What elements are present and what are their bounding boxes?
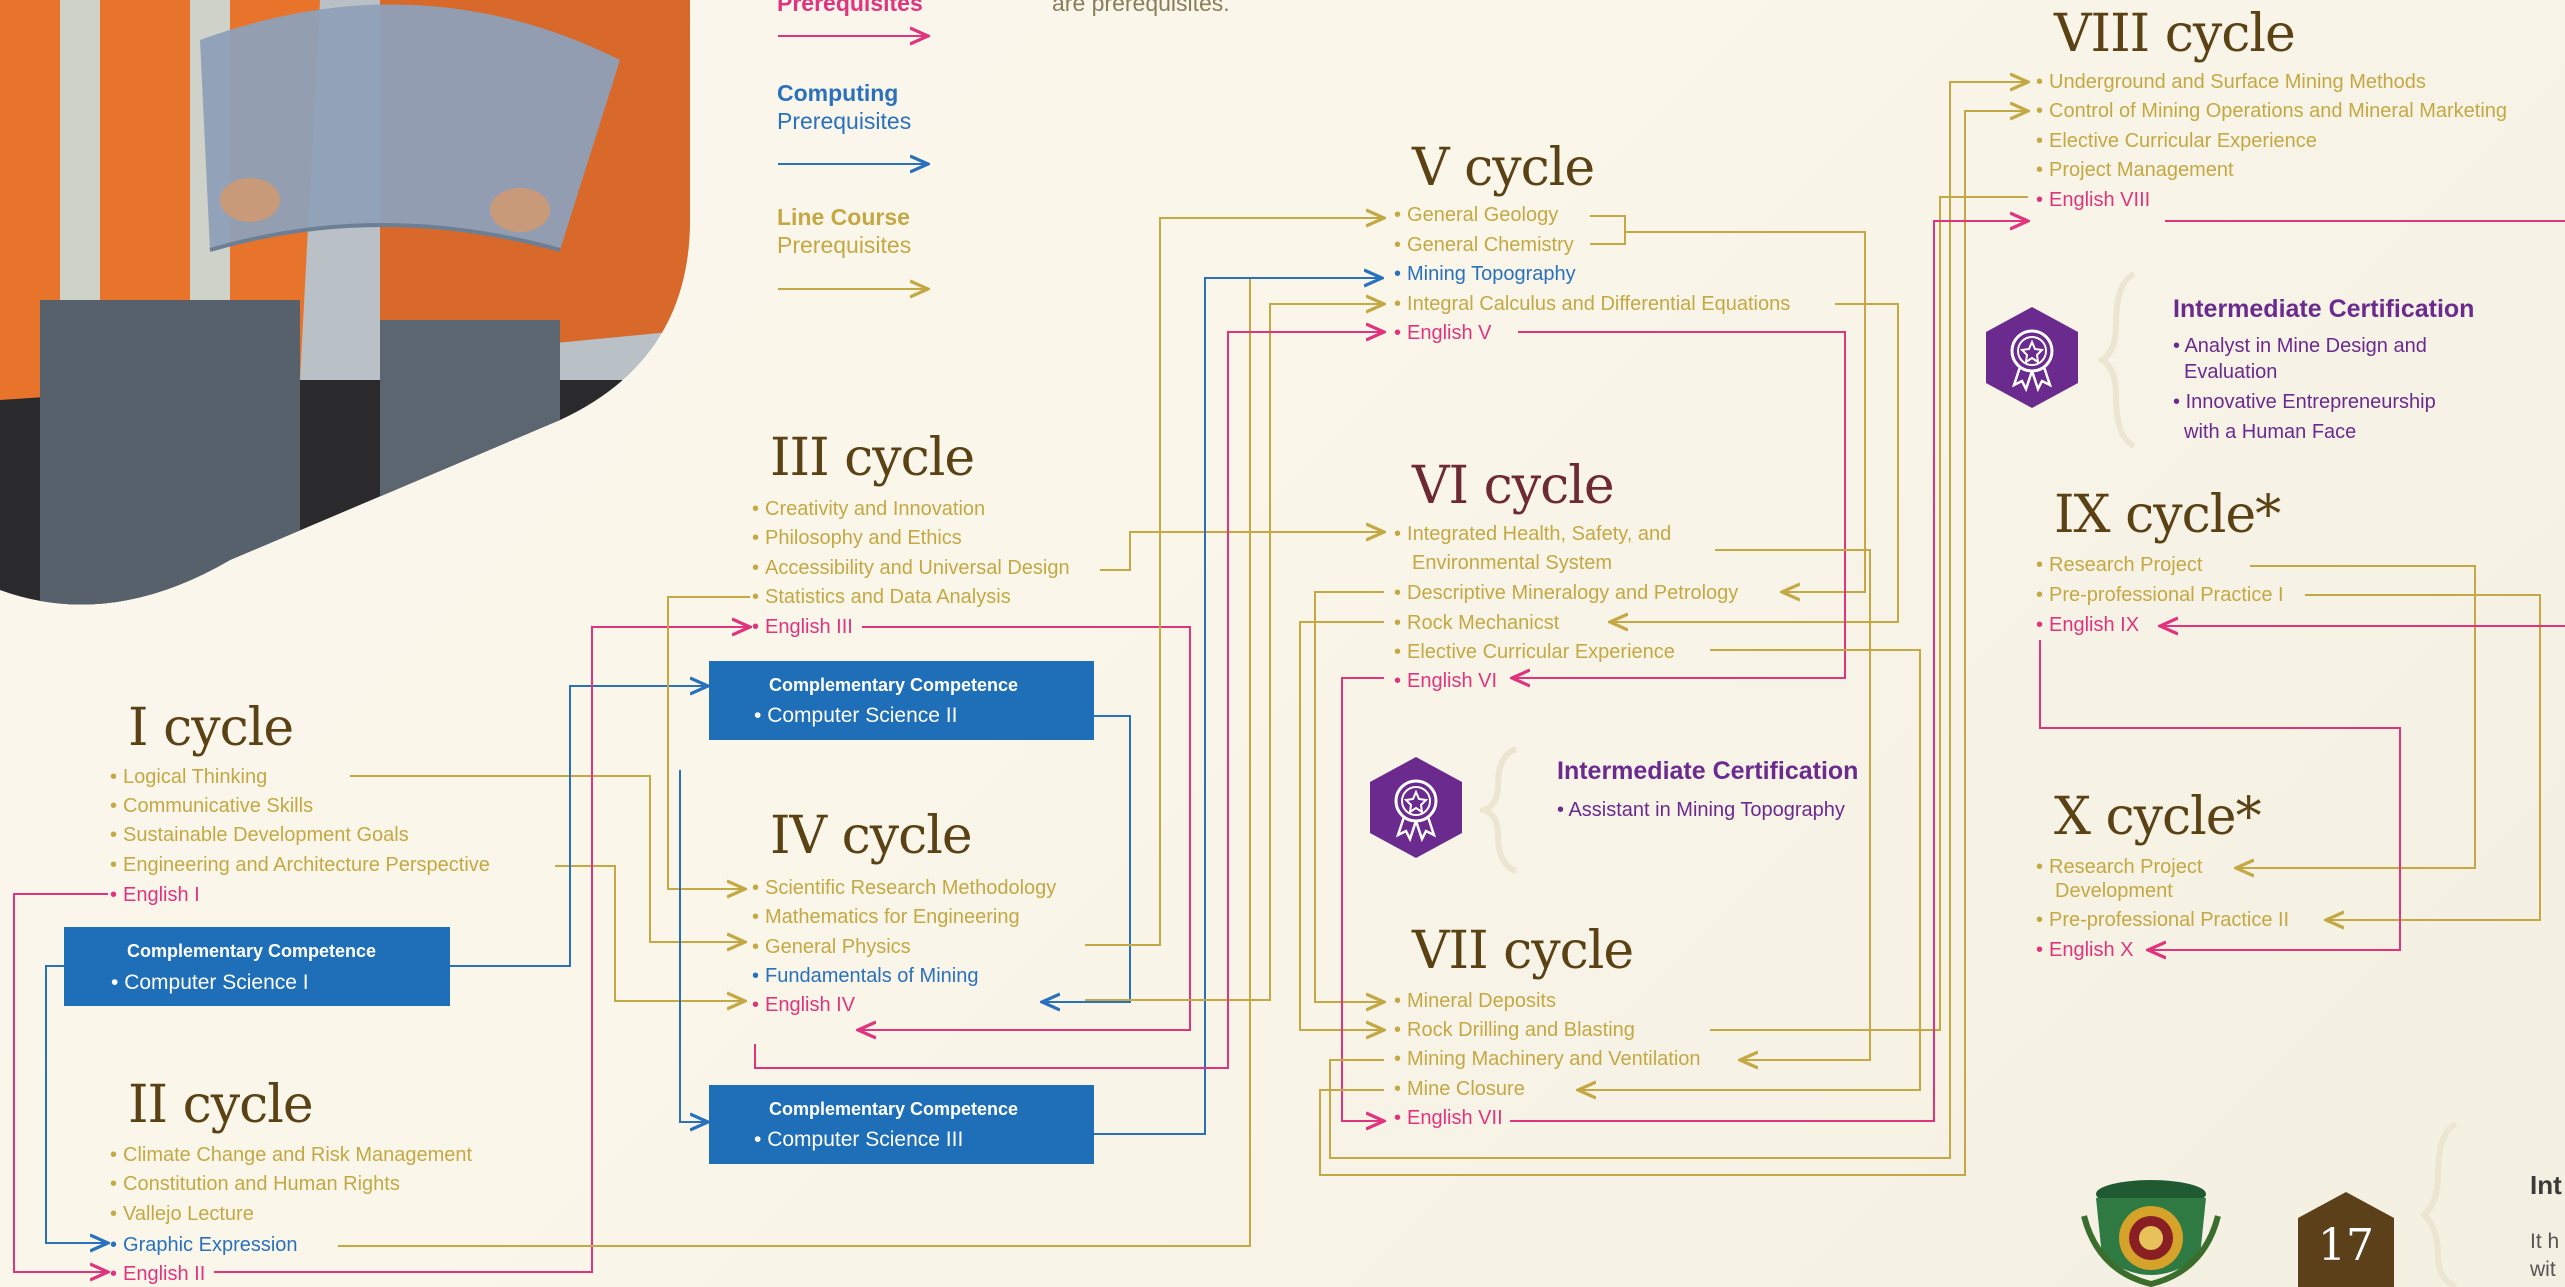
cert-2-item: Evaluation bbox=[2184, 361, 2278, 383]
award-medal-icon bbox=[1370, 757, 1462, 858]
award-medal-icon bbox=[1986, 307, 2078, 408]
cycle-9-title: IX cycle* bbox=[2054, 485, 2281, 545]
cycle-2-item: •Graphic Expression bbox=[110, 1234, 298, 1256]
cycle-6-item: •Descriptive Mineralogy and Petrology bbox=[1394, 582, 1739, 604]
cert-1-item: • Assistant in Mining Topography bbox=[1557, 799, 1845, 821]
cycle-4-title: IV cycle bbox=[770, 806, 973, 866]
cycle-4-item: •Scientific Research Methodology bbox=[752, 877, 1057, 899]
cycle-4-item: •Mathematics for Engineering bbox=[752, 906, 1020, 928]
cycle-6-item: •English VI bbox=[1394, 670, 1498, 692]
complementary-cs3: Complementary Competence • Computer Scie… bbox=[709, 1085, 1094, 1164]
cycle-2-item: •English II bbox=[110, 1263, 206, 1285]
cycle-8-title: VIII cycle bbox=[2054, 4, 2296, 64]
cycle-8-item: •Elective Curricular Experience bbox=[2036, 130, 2317, 152]
university-crest-emblem bbox=[2081, 1180, 2221, 1287]
cycle-7-title: VII cycle bbox=[1412, 921, 1634, 981]
cycle-3-item: •Creativity and Innovation bbox=[752, 498, 986, 520]
cycle-9-item: •English IX bbox=[2036, 614, 2140, 636]
cycle-7-item: •Mine Closure bbox=[1394, 1078, 1525, 1100]
cycle-8-item: •English VIII bbox=[2036, 189, 2151, 211]
cycle-7-item: •Mineral Deposits bbox=[1394, 990, 1556, 1012]
engineers-reading-plans-photo bbox=[0, 0, 690, 605]
page-number-badge bbox=[2298, 1192, 2394, 1287]
cycle-6-item: •Rock Mechanicst bbox=[1394, 612, 1560, 634]
legend-line-sub: Prerequisites bbox=[777, 232, 912, 258]
cert-1-title: Intermediate Certification bbox=[1557, 757, 1859, 785]
cycle-8-item: •Project Management bbox=[2036, 159, 2234, 181]
side-text-fragment: It h bbox=[2530, 1230, 2560, 1253]
cycle-5-item: •Mining Topography bbox=[1394, 263, 1576, 285]
cycle-6-item: •Integrated Health, Safety, and bbox=[1394, 523, 1672, 545]
complementary-title: Complementary Competence bbox=[127, 941, 377, 961]
complementary-value: • Computer Science I bbox=[111, 971, 309, 994]
legend-top-label: Prerequisites bbox=[777, 0, 923, 16]
cycle-2-item: •Constitution and Human Rights bbox=[110, 1173, 400, 1195]
cycle-3-title: III cycle bbox=[770, 428, 975, 488]
cycle-3-item: •English III bbox=[752, 616, 853, 638]
cert-2-item: • Analyst in Mine Design and bbox=[2173, 335, 2427, 357]
cycle-6-item: Environmental System bbox=[1412, 552, 1613, 574]
cycle-5-item: •General Chemistry bbox=[1394, 234, 1574, 256]
cert-2-title: Intermediate Certification bbox=[2173, 295, 2475, 323]
cycle-1-item: •Sustainable Development Goals bbox=[110, 824, 409, 846]
cycle-6-title: VI cycle bbox=[1412, 456, 1615, 516]
cycle-8-item: •Underground and Surface Mining Methods bbox=[2036, 71, 2426, 93]
cert-2-item: • Innovative Entrepreneurship bbox=[2173, 391, 2436, 413]
cycle-4-item: •Fundamentals of Mining bbox=[752, 965, 979, 987]
legend-computing-sub: Prerequisites bbox=[777, 108, 912, 134]
cycle-10-item: Development bbox=[2055, 880, 2173, 902]
cycle-2-item: •Vallejo Lecture bbox=[110, 1203, 254, 1225]
cycle-3-item: •Philosophy and Ethics bbox=[752, 527, 962, 549]
cycle-7-item: •Rock Drilling and Blasting bbox=[1394, 1019, 1635, 1041]
bracket-divider bbox=[2420, 1121, 2458, 1287]
bracket-divider bbox=[1480, 746, 1518, 874]
cycle-10-item: •English X bbox=[2036, 939, 2134, 961]
cycle-5-item: •English V bbox=[1394, 322, 1492, 344]
cycle-8-item: •Control of Mining Operations and Minera… bbox=[2036, 100, 2508, 122]
cycle-5-item: •General Geology bbox=[1394, 204, 1559, 226]
cycle-7-item: •Mining Machinery and Ventilation bbox=[1394, 1048, 1701, 1070]
complementary-title: Complementary Competence bbox=[769, 675, 1019, 695]
bracket-divider bbox=[2098, 271, 2136, 449]
cycle-1-item: •English I bbox=[110, 884, 200, 906]
cycle-3-item: •Statistics and Data Analysis bbox=[752, 586, 1011, 608]
cycle-3-item: •Accessibility and Universal Design bbox=[752, 557, 1070, 579]
cert-2-item: with a Human Face bbox=[2184, 421, 2357, 443]
cycle-2-item: •Climate Change and Risk Management bbox=[110, 1144, 473, 1166]
complementary-value: • Computer Science II bbox=[754, 704, 958, 727]
cycle-5-title: V cycle bbox=[1412, 138, 1595, 198]
complementary-cs2: Complementary Competence • Computer Scie… bbox=[709, 661, 1094, 740]
legend-top-note: are prerequisites. bbox=[1052, 0, 1230, 16]
cycle-4-item: •English IV bbox=[752, 994, 856, 1016]
side-heading-fragment: Int bbox=[2530, 1170, 2562, 1200]
page-number: 17 bbox=[2318, 1220, 2374, 1271]
side-text-fragment: wit bbox=[2530, 1258, 2556, 1281]
cycle-5-item: •Integral Calculus and Differential Equa… bbox=[1394, 293, 1791, 315]
legend-line-title: Line Course bbox=[777, 204, 910, 230]
cycle-10-title: X cycle* bbox=[2054, 787, 2262, 847]
cycle-1-item: •Logical Thinking bbox=[110, 766, 268, 788]
cycle-10-item: •Research Project bbox=[2036, 856, 2203, 878]
cycle-1-title: I cycle bbox=[128, 698, 294, 758]
cycle-9-item: •Research Project bbox=[2036, 554, 2203, 576]
cycle-9-item: •Pre-professional Practice I bbox=[2036, 584, 2284, 606]
complementary-value: • Computer Science III bbox=[754, 1128, 964, 1151]
complementary-cs1: Complementary Competence • Computer Scie… bbox=[64, 927, 450, 1006]
cycle-1-item: •Communicative Skills bbox=[110, 795, 314, 817]
cycle-2-title: II cycle bbox=[128, 1075, 314, 1135]
cycle-1-item: •Engineering and Architecture Perspectiv… bbox=[110, 854, 490, 876]
cycle-4-item: •General Physics bbox=[752, 936, 911, 958]
cycle-10-item: •Pre-professional Practice II bbox=[2036, 909, 2290, 931]
complementary-title: Complementary Competence bbox=[769, 1099, 1019, 1119]
legend-computing-title: Computing bbox=[777, 80, 899, 106]
cycle-6-item: •Elective Curricular Experience bbox=[1394, 641, 1675, 663]
cycle-7-item: •English VII bbox=[1394, 1107, 1503, 1129]
